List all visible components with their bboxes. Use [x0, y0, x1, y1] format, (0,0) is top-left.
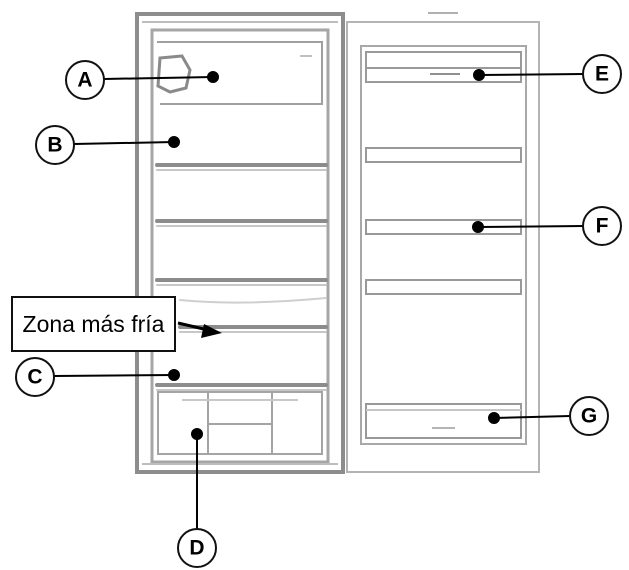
callout-a-label: A — [77, 69, 92, 92]
callout-g: G — [569, 396, 609, 436]
leader-line-a — [103, 76, 214, 80]
leader-dot-a — [207, 71, 219, 83]
leader-dot-b — [168, 136, 180, 148]
callout-c: C — [15, 357, 55, 397]
callout-d-label: D — [189, 537, 204, 560]
cabinet-shelves — [155, 163, 328, 391]
coldest-zone-label: Zona más fría — [11, 296, 176, 352]
door-shelves — [365, 51, 522, 439]
leader-line-g — [493, 415, 571, 419]
top-compartment — [156, 41, 323, 105]
leader-line-c — [53, 374, 175, 377]
door-shelf-2 — [365, 147, 522, 163]
door-shelf-bottle — [365, 403, 522, 439]
leader-dot-c — [168, 369, 180, 381]
callout-b-label: B — [47, 134, 62, 157]
leader-dot-g — [488, 412, 500, 424]
fridge-cabinet — [135, 12, 345, 474]
callout-g-label: G — [581, 405, 597, 428]
callout-e: E — [582, 54, 622, 94]
cabinet-outer-frame — [135, 12, 345, 474]
door-inner-panel — [360, 45, 527, 445]
callout-f-label: F — [596, 215, 609, 238]
door-shelf-4 — [365, 279, 522, 295]
door-shelf-top — [365, 51, 522, 69]
cabinet-inner-frame — [150, 28, 330, 464]
door-outer-frame — [346, 21, 540, 473]
callout-e-label: E — [595, 63, 609, 86]
leader-lines — [53, 69, 585, 530]
leader-line-e — [478, 73, 585, 76]
crisper-drawer — [157, 391, 323, 455]
leader-line-f — [477, 225, 585, 228]
leader-dot-d — [191, 428, 203, 440]
leader-line-b — [73, 141, 175, 145]
leader-dot-f — [472, 221, 484, 233]
callout-a: A — [65, 60, 105, 100]
callout-f: F — [582, 206, 622, 246]
leader-dot-e — [473, 69, 485, 81]
callout-d: D — [177, 528, 217, 568]
fridge-door — [346, 12, 540, 473]
callout-c-label: C — [27, 366, 42, 389]
light-housing — [156, 54, 192, 94]
callouts: A B C D E F G — [15, 54, 622, 568]
coldest-zone-arrow — [177, 321, 222, 338]
callout-b: B — [35, 125, 75, 165]
